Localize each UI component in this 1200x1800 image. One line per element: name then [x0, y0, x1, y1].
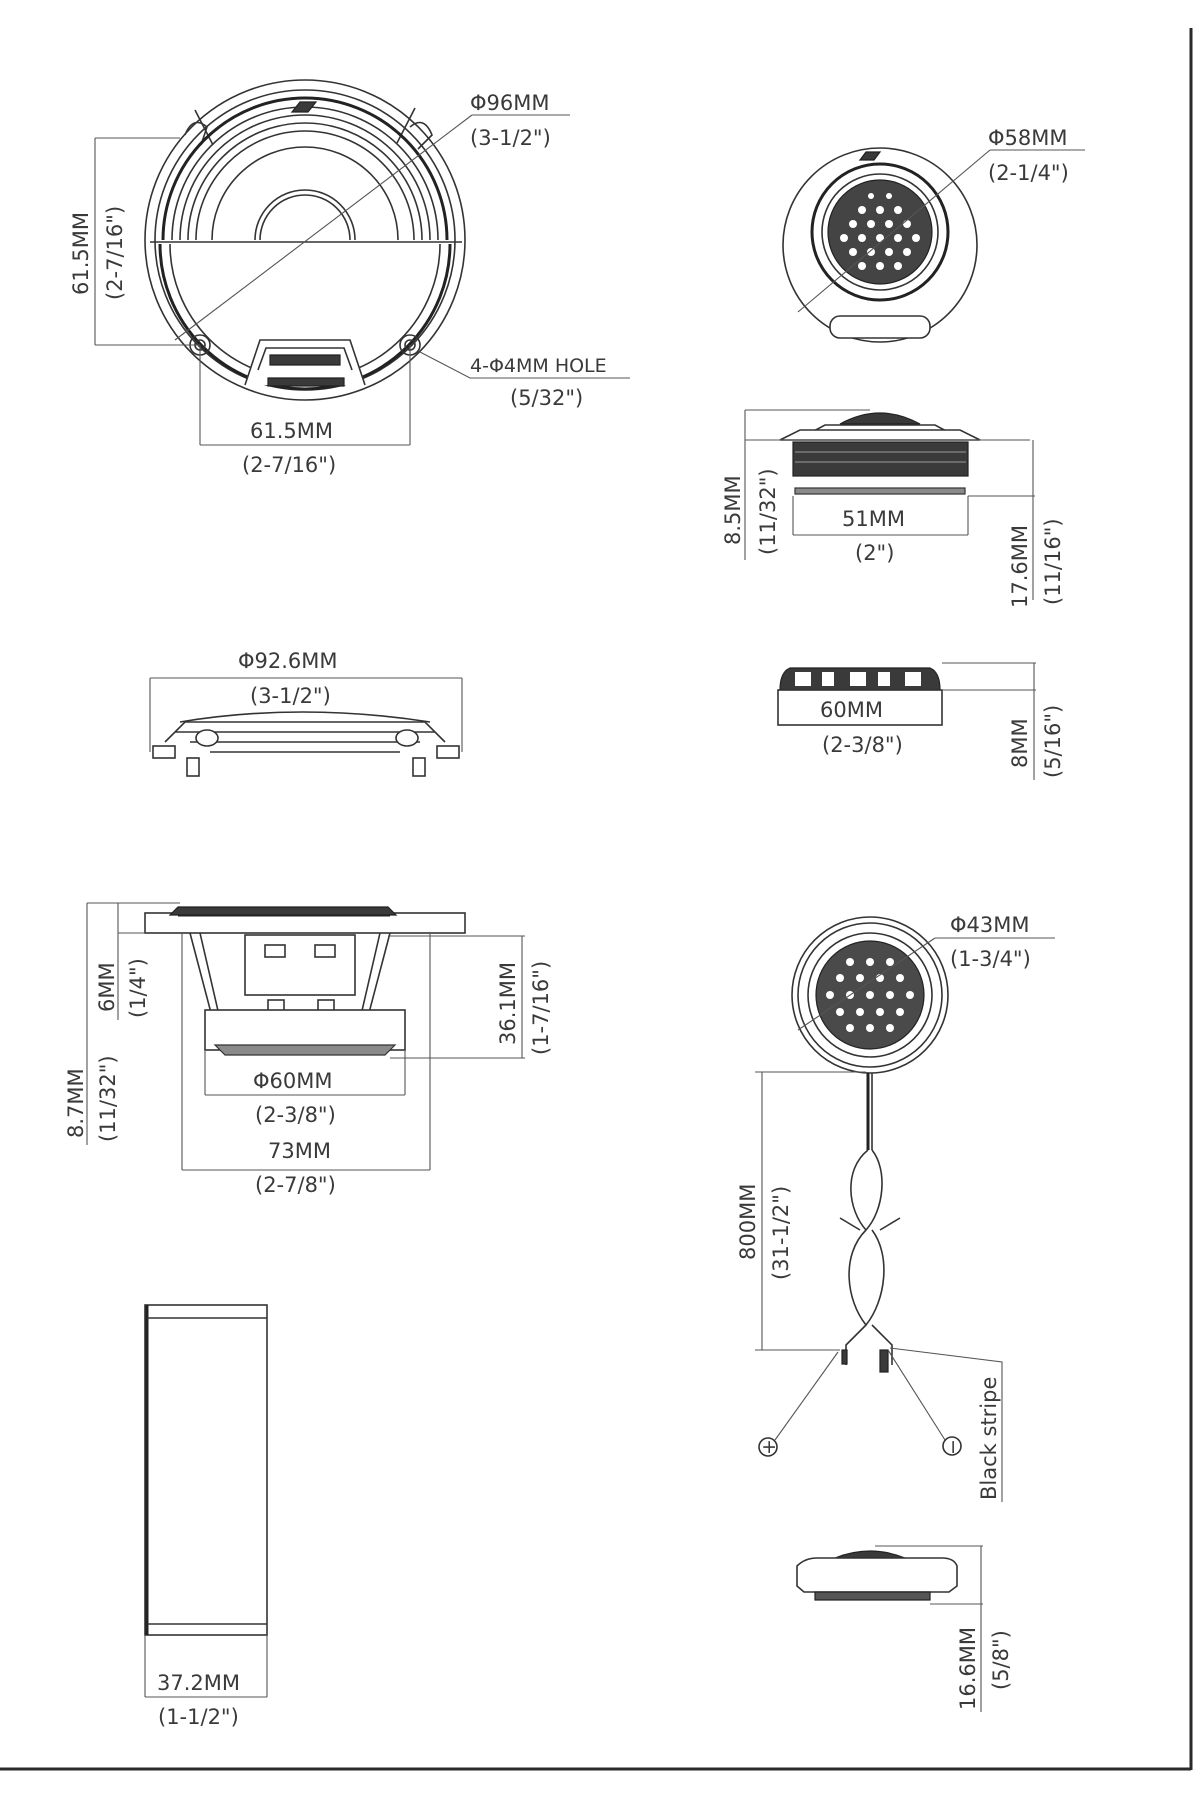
grille-side-view [149, 677, 463, 777]
tweeter-flush-top-height-inch: (11/32") [756, 468, 780, 555]
tweeter-ring-side-view [777, 662, 1036, 780]
grille-diameter-mm: Φ92.6MM [238, 649, 338, 673]
woofer-side-view [86, 902, 525, 1171]
cable-length-mm: 800MM [736, 1184, 760, 1260]
woofer-hole-spacing-v-inch: (2-7/16") [103, 206, 127, 300]
spacer-depth-inch: (1-1/2") [158, 1705, 239, 1729]
tweeter-surface-diameter-inch: (1-3/4") [950, 947, 1031, 971]
woofer-magnet-diameter-inch: (2-3/8") [255, 1103, 336, 1127]
woofer-flange-thickness-mm: 6MM [95, 962, 119, 1012]
tweeter-ring-height-mm: 8MM [1008, 718, 1032, 768]
woofer-mount-depth-inch: (1-7/16") [529, 961, 553, 1055]
cable-length-inch: (31-1/2") [769, 1186, 793, 1280]
woofer-mount-depth-mm: 36.1MM [496, 962, 520, 1045]
tweeter-flush-total-depth-mm: 17.6MM [1008, 525, 1032, 608]
tweeter-surface-side-view [796, 1545, 983, 1712]
tweeter-ring-diameter-inch: (2-3/8") [822, 733, 903, 757]
tweeter-surface-height-mm: 16.6MM [956, 1627, 980, 1710]
woofer-mounting-holes-inch: (5/32") [510, 386, 583, 410]
spacer-depth-mm: 37.2MM [157, 1671, 240, 1695]
tweeter-surface-height-inch: (5/8") [989, 1630, 1013, 1690]
grille-diameter-inch: (3-1/2") [250, 684, 331, 708]
negative-wire-note: Black stripe [977, 1377, 1001, 1500]
woofer-cutout-diameter-inch: (2-7/8") [255, 1173, 336, 1197]
negative-terminal-icon: − [942, 1439, 964, 1455]
woofer-flange-height-mm: 8.7MM [64, 1068, 88, 1138]
tweeter-flush-total-depth-inch: (11/16") [1041, 518, 1065, 605]
tweeter-surface-front-view [755, 916, 1055, 1502]
tweeter-flush-front-view [782, 147, 1085, 343]
tweeter-flush-top-height-mm: 8.5MM [721, 475, 745, 545]
tweeter-flush-diameter-mm: Φ58MM [988, 126, 1068, 150]
woofer-diameter-mm: Φ96MM [470, 91, 550, 115]
tweeter-surface-diameter-mm: Φ43MM [950, 913, 1030, 937]
tweeter-flush-body-diameter-mm: 51MM [842, 507, 905, 531]
woofer-magnet-diameter-mm: Φ60MM [253, 1069, 333, 1093]
tweeter-flush-diameter-inch: (2-1/4") [988, 161, 1069, 185]
tweeter-flush-side-view [744, 409, 1035, 600]
woofer-hole-spacing-h-mm: 61.5MM [250, 419, 333, 443]
woofer-flange-height-inch: (11/32") [96, 1055, 120, 1142]
woofer-flange-thickness-inch: (1/4") [126, 958, 150, 1018]
tweeter-ring-diameter-mm: 60MM [820, 698, 883, 722]
spacer-side-view [144, 1304, 268, 1698]
tweeter-flush-body-diameter-inch: (2") [855, 541, 894, 565]
woofer-diameter-inch: (3-1/2") [470, 126, 551, 150]
woofer-front-view [94, 79, 630, 446]
woofer-hole-spacing-h-inch: (2-7/16") [242, 453, 336, 477]
woofer-hole-spacing-v-mm: 61.5MM [69, 212, 93, 295]
woofer-cutout-diameter-mm: 73MM [268, 1139, 331, 1163]
woofer-mounting-holes-mm: 4-Φ4MM HOLE [470, 355, 607, 377]
tweeter-ring-height-inch: (5/16") [1041, 705, 1065, 778]
positive-terminal-icon: + [758, 1439, 780, 1455]
